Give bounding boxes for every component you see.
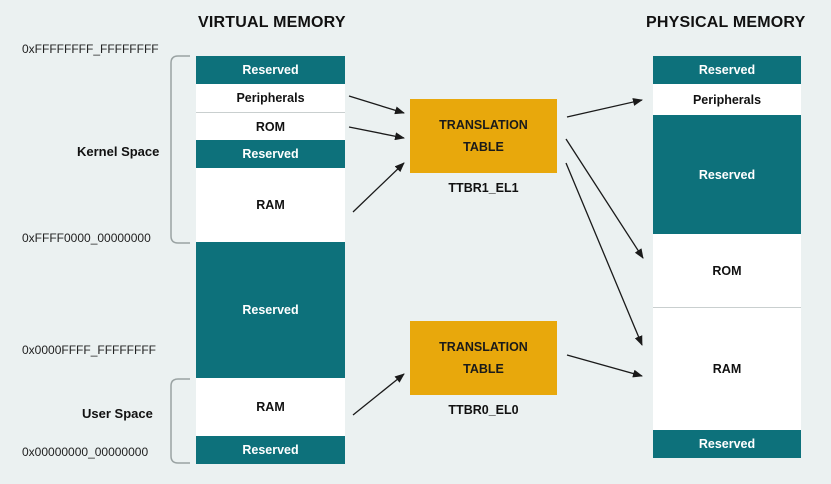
virtual-memory-column: Reserved Peripherals ROM Reserved RAM Re… (196, 56, 345, 464)
virtual-block-peripherals: Peripherals (196, 84, 345, 112)
virtual-block-reserved-gap: Reserved (196, 242, 345, 378)
arrow-kernel-ram-to-ttbr1 (352, 162, 405, 213)
arrow-ttbr1-to-peripherals (566, 98, 643, 118)
physical-block-rom: ROM (653, 234, 801, 307)
physical-block-peripherals: Peripherals (653, 84, 801, 115)
address-label-user-bottom: 0x00000000_00000000 (22, 445, 149, 459)
kernel-space-bracket (170, 55, 190, 244)
physical-block-reserved: Reserved (653, 115, 801, 234)
physical-block-reserved: Reserved (653, 56, 801, 84)
virtual-block-reserved: Reserved (196, 436, 345, 464)
arrow-ttbr1-to-ram (565, 162, 643, 346)
physical-memory-title: PHYSICAL MEMORY (646, 14, 806, 31)
virtual-block-user-ram: RAM (196, 378, 345, 436)
translation-table-line2: TABLE (463, 140, 504, 154)
user-space-label: User Space (82, 406, 153, 421)
arrow-peripherals-to-ttbr1 (348, 95, 405, 115)
arrow-user-ram-to-ttbr0 (352, 373, 405, 416)
ttbr1-register-label: TTBR1_EL1 (448, 181, 519, 195)
arrow-rom-to-ttbr1 (348, 126, 405, 141)
virtual-block-rom: ROM (196, 113, 345, 140)
physical-divider (653, 307, 801, 308)
address-label-kernel-bottom: 0xFFFF0000_00000000 (22, 231, 151, 245)
address-label-user-top: 0x0000FFFF_FFFFFFFF (22, 343, 157, 357)
address-label-kernel-top: 0xFFFFFFFF_FFFFFFFF (22, 42, 159, 56)
virtual-block-reserved: Reserved (196, 56, 345, 84)
translation-table-line1: TRANSLATION (439, 340, 528, 354)
arrow-ttbr1-to-rom (565, 138, 644, 259)
physical-block-ram: RAM (653, 308, 801, 430)
arrow-ttbr0-to-ram (566, 354, 643, 378)
virtual-memory-title: VIRTUAL MEMORY (198, 14, 346, 31)
virtual-block-reserved: Reserved (196, 140, 345, 168)
virtual-block-kernel-ram: RAM (196, 168, 345, 242)
physical-block-reserved: Reserved (653, 430, 801, 458)
ttbr0-register-label: TTBR0_EL0 (448, 403, 519, 417)
physical-memory-column: Reserved Peripherals Reserved ROM RAM Re… (653, 56, 801, 458)
virtual-divider (196, 112, 345, 113)
kernel-space-label: Kernel Space (77, 144, 160, 159)
user-space-bracket (170, 378, 190, 464)
translation-table-user: TRANSLATION TABLE (410, 321, 557, 395)
translation-table-kernel: TRANSLATION TABLE (410, 99, 557, 173)
translation-table-line2: TABLE (463, 362, 504, 376)
translation-table-line1: TRANSLATION (439, 118, 528, 132)
